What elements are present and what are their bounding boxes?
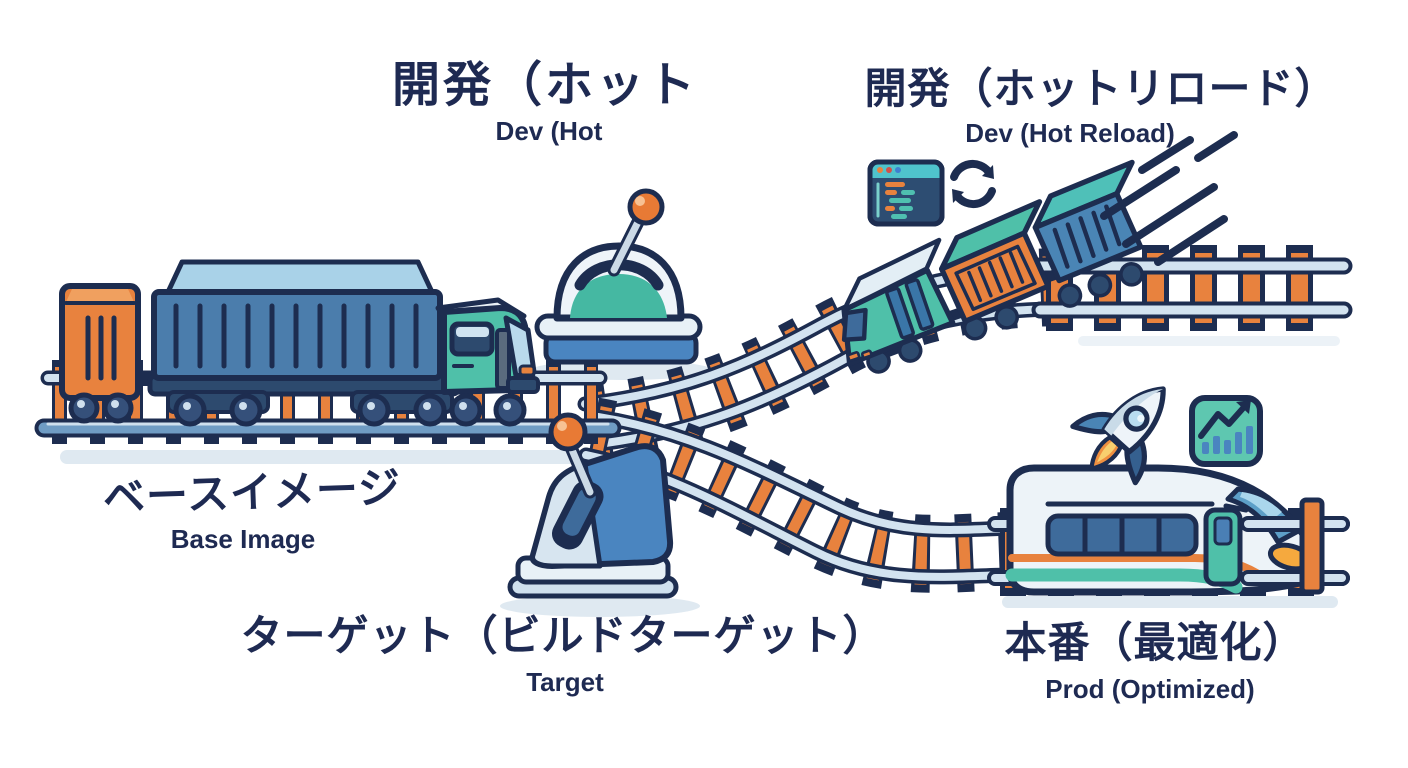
- bullet-train: [1005, 464, 1320, 596]
- label-base-image-jp: ベースイメージ: [102, 463, 402, 522]
- boxcar-orange: [59, 283, 154, 424]
- track-dev: [1031, 245, 1353, 331]
- refresh-icon: [950, 159, 996, 209]
- dev-train: [841, 159, 1144, 374]
- container-car: [147, 259, 461, 427]
- rocket-icon: [1070, 386, 1166, 486]
- code-editor-window-icon: [867, 159, 945, 227]
- label-base-image-en: Base Image: [170, 524, 316, 554]
- label-dev-hot-reload-en: Dev (Hot Reload): [965, 118, 1175, 148]
- shadows: [60, 336, 1340, 617]
- track-prod-overlay: [1240, 497, 1350, 595]
- cab-teal: [435, 297, 540, 427]
- label-prod-jp: 本番（最適化）: [1004, 619, 1306, 666]
- switch-lever-up-icon: [534, 188, 703, 365]
- switch-lever-down-icon: [507, 412, 679, 599]
- dev-loco: [841, 237, 956, 367]
- speed-lines: [1100, 131, 1238, 266]
- label-target-jp: ターゲット（ビルドターゲット）: [240, 612, 886, 659]
- label-dev-hot-jp: 開発（ホット: [391, 59, 699, 112]
- label-target-en: Target: [526, 667, 604, 697]
- label-dev-hot-en: Dev (Hot: [495, 116, 603, 146]
- dev-car-blue: [1032, 159, 1144, 284]
- growth-chart-icon: [1189, 395, 1263, 467]
- dev-car-orange: [938, 199, 1051, 324]
- base-image-train: [59, 259, 540, 427]
- label-dev-hot-reload-jp: 開発（ホットリロード）: [864, 65, 1338, 112]
- dev-train-wheels: [866, 261, 1144, 374]
- label-prod-en: Prod (Optimized): [1045, 674, 1255, 704]
